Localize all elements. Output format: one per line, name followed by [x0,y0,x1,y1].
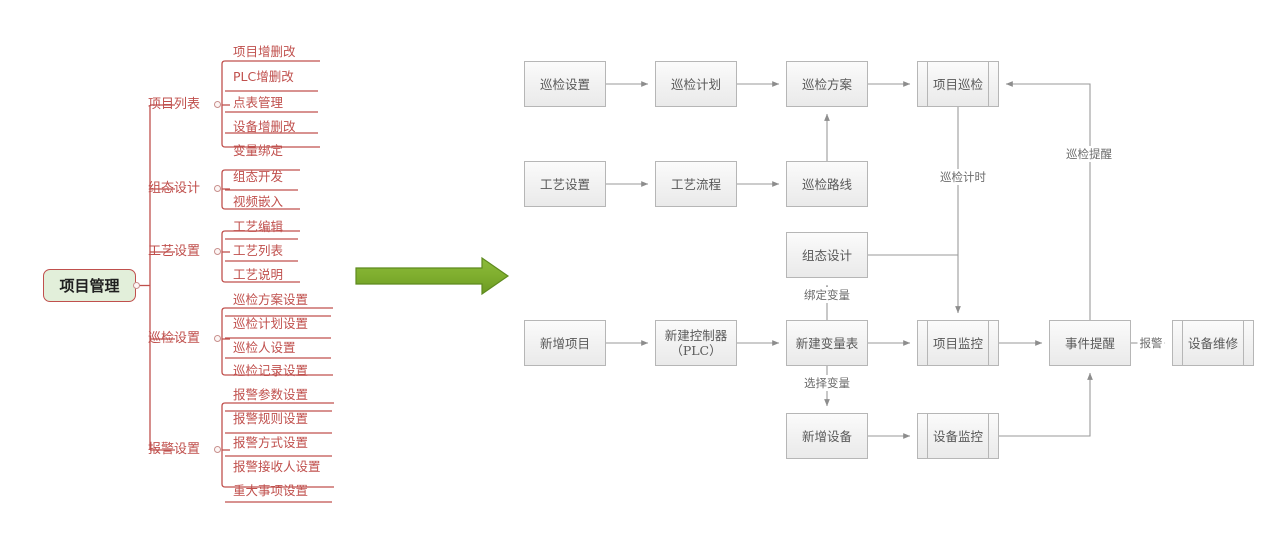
flow-node-n8[interactable]: 组态设计 [786,232,868,278]
mindmap-leaf-label: 巡检人设置 [233,340,296,355]
flow-node-label: 项目监控 [932,335,983,351]
mindmap-leaf-label: 巡检计划设置 [233,316,309,331]
mindmap-leaf[interactable]: 报警方式设置 [233,435,308,451]
flow-node-n6[interactable]: 工艺流程 [655,161,737,207]
collapse-toggle-root[interactable] [133,282,140,289]
collapse-toggle-branch-1[interactable] [214,185,221,192]
flow-node-label: 事件提醒 [1064,335,1115,351]
mindmap-leaf[interactable]: 报警规则设置 [233,411,308,427]
mindmap-leaf[interactable]: 报警参数设置 [233,387,308,403]
mindmap-leaf-label: 工艺说明 [233,267,284,282]
flow-node-n2[interactable]: 巡检计划 [655,61,737,107]
mindmap-branch-组态设计[interactable]: 组态设计 [148,180,200,197]
mindmap-leaf[interactable]: 工艺编辑 [233,219,283,235]
flow-node-label: 新建变量表 [795,335,859,351]
mindmap-leaf-label: 巡检方案设置 [233,292,309,307]
mindmap-branch-label: 项目列表 [148,97,201,112]
mindmap-leaf-label: 工艺编辑 [233,219,284,234]
flow-node-n12[interactable]: 项目监控 [917,320,999,366]
flow-node-label: 设备监控 [932,428,983,444]
flow-node-label: 巡检设置 [539,76,590,92]
mindmap-branch-工艺设置[interactable]: 工艺设置 [148,243,200,260]
mindmap-leaf[interactable]: 组态开发 [233,169,283,185]
mindmap-leaf[interactable]: 工艺说明 [233,267,283,283]
flow-node-n9[interactable]: 新增项目 [524,320,606,366]
flow-edge-label-e2: 巡检提醒 [1064,146,1114,162]
collapse-toggle-branch-0[interactable] [214,101,221,108]
flow-node-label: 巡检路线 [801,176,852,192]
flow-node-label: 新建控制器 （PLC） [664,328,728,358]
mindmap-leaf-label: 视频嵌入 [233,194,284,209]
mindmap-root-label: 项目管理 [59,277,120,295]
flow-node-label: 工艺设置 [539,176,590,192]
flow-node-n7[interactable]: 巡检路线 [786,161,868,207]
mindmap-leaf[interactable]: 工艺列表 [233,243,283,259]
flow-edge-label-e1: 巡检计时 [938,169,988,185]
flow-node-n3[interactable]: 巡检方案 [786,61,868,107]
mindmap-leaf-label: 点表管理 [233,95,284,110]
flow-node-n13[interactable]: 事件提醒 [1049,320,1131,366]
flow-node-n11[interactable]: 新建变量表 [786,320,868,366]
collapse-toggle-branch-4[interactable] [214,446,221,453]
flow-edge-label-e3: 绑定变量 [802,287,852,303]
flow-node-n15[interactable]: 新增设备 [786,413,868,459]
flow-node-label: 工艺流程 [670,176,721,192]
flow-node-n5[interactable]: 工艺设置 [524,161,606,207]
mindmap-leaf-label: 设备增删改 [233,119,296,134]
mindmap-leaf[interactable]: 重大事项设置 [233,483,308,499]
mindmap-branch-巡检设置[interactable]: 巡检设置 [148,330,200,347]
flow-node-n10[interactable]: 新建控制器 （PLC） [655,320,737,366]
flow-node-label: 设备维修 [1187,335,1238,351]
mindmap-leaf[interactable]: 项目增删改 [233,44,296,60]
flow-node-n16[interactable]: 设备监控 [917,413,999,459]
flow-node-n14[interactable]: 设备维修 [1172,320,1254,366]
mindmap-leaf[interactable]: 点表管理 [233,95,283,111]
mindmap-leaf-label: 变量绑定 [233,143,284,158]
flow-node-n4[interactable]: 项目巡检 [917,61,999,107]
mindmap-leaf-label: 项目增删改 [233,44,296,59]
mindmap-leaf[interactable]: 变量绑定 [233,143,283,159]
mindmap-branch-label: 组态设计 [148,181,201,196]
flow-edge-label-e4: 选择变量 [802,375,852,391]
mindmap-leaf[interactable]: 报警接收人设置 [233,459,321,475]
mindmap-leaf[interactable]: 设备增删改 [233,119,296,135]
mindmap-leaf[interactable]: 视频嵌入 [233,194,283,210]
flow-node-label: 新增项目 [539,335,590,351]
collapse-toggle-branch-2[interactable] [214,248,221,255]
mindmap-leaf-label: 报警接收人设置 [233,459,321,474]
mindmap-leaf-label: 巡检记录设置 [233,363,309,378]
mindmap-root-node[interactable]: 项目管理 [43,269,136,302]
flow-node-label: 新增设备 [801,428,852,444]
mindmap-leaf-label: 组态开发 [233,169,284,184]
mindmap-branch-项目列表[interactable]: 项目列表 [148,96,200,113]
flow-node-label: 项目巡检 [932,76,983,92]
mindmap-branch-label: 巡检设置 [148,331,201,346]
flow-node-label: 巡检方案 [801,76,852,92]
mindmap-leaf-label: 报警参数设置 [233,387,309,402]
mindmap-leaf-label: 工艺列表 [233,243,284,258]
mindmap-leaf-label: 报警方式设置 [233,435,309,450]
flow-node-label: 组态设计 [801,247,852,263]
mindmap-branch-label: 工艺设置 [148,244,201,259]
mindmap-leaf-label: 报警规则设置 [233,411,309,426]
mindmap-leaf[interactable]: 巡检计划设置 [233,316,308,332]
flow-node-n1[interactable]: 巡检设置 [524,61,606,107]
mindmap-leaf-label: 重大事项设置 [233,483,309,498]
mindmap-branch-label: 报警设置 [148,442,201,457]
mindmap-leaf[interactable]: 巡检记录设置 [233,363,308,379]
flow-node-label: 巡检计划 [670,76,721,92]
mindmap-leaf[interactable]: 巡检人设置 [233,340,296,356]
transition-arrow [355,256,510,296]
flow-edge-label-e5: 报警 [1137,335,1165,351]
mindmap-branch-报警设置[interactable]: 报警设置 [148,441,200,458]
mindmap-leaf-label: PLC增删改 [233,69,294,84]
collapse-toggle-branch-3[interactable] [214,335,221,342]
mindmap-leaf[interactable]: PLC增删改 [233,69,294,85]
mindmap-leaf[interactable]: 巡检方案设置 [233,292,308,308]
